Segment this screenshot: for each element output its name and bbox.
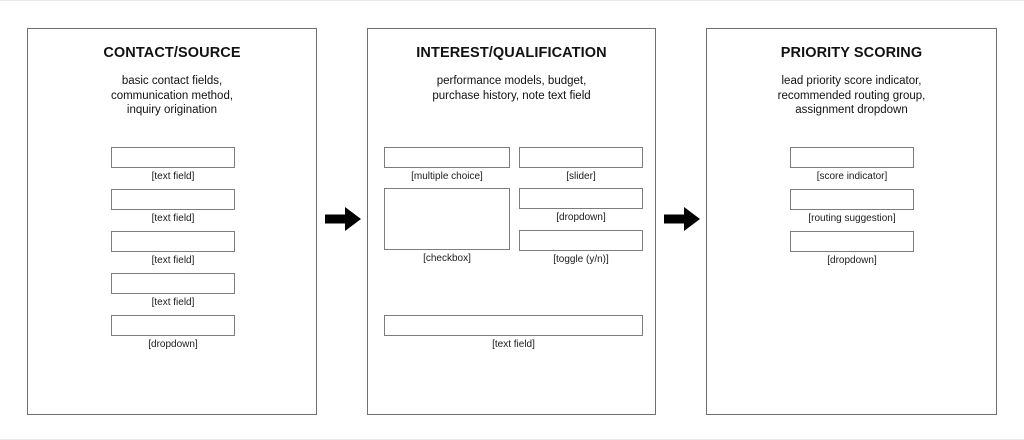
dropdown-input-priority[interactable] [790, 231, 914, 252]
text-field-input-3[interactable] [111, 231, 235, 252]
field-note-text: [text field] [384, 315, 643, 351]
field-label-contact-dropdown: [dropdown] [148, 339, 198, 350]
field-label-dropdown-interest: [dropdown] [556, 212, 606, 223]
panel-subtitle-contact-source: basic contact fields, communication meth… [110, 75, 234, 116]
field-label-toggle: [toggle (y/n)] [553, 254, 609, 265]
toggle-input[interactable] [519, 230, 643, 251]
field-dropdown-interest: [dropdown] [519, 188, 643, 224]
field-dropdown-priority: [dropdown] [790, 231, 914, 267]
text-field-input-4[interactable] [111, 273, 235, 294]
field-contact-text-2: [text field] [111, 189, 235, 225]
multiple-choice-input[interactable] [384, 147, 510, 168]
field-label-multiple-choice: [multiple choice] [411, 171, 483, 182]
text-field-input-1[interactable] [111, 147, 235, 168]
score-indicator-input[interactable] [790, 147, 914, 168]
field-label-contact-text-2: [text field] [151, 213, 195, 224]
panel-title-contact-source: CONTACT/SOURCE [103, 45, 241, 61]
field-label-dropdown-priority: [dropdown] [827, 255, 877, 266]
field-label-contact-text-1: [text field] [151, 171, 195, 182]
field-label-contact-text-4: [text field] [151, 297, 195, 308]
panel-contact-source: CONTACT/SOURCE basic contact fields, com… [27, 28, 317, 415]
field-label-score-indicator: [score indicator] [816, 171, 888, 182]
field-slider: [slider] [519, 147, 643, 183]
field-toggle: [toggle (y/n)] [519, 230, 643, 266]
field-label-contact-text-3: [text field] [151, 255, 195, 266]
panel-interest-qualification: INTEREST/QUALIFICATION performance model… [367, 28, 656, 415]
field-contact-text-3: [text field] [111, 231, 235, 267]
checkbox-input[interactable] [384, 188, 510, 250]
field-contact-text-4: [text field] [111, 273, 235, 309]
field-score-indicator: [score indicator] [790, 147, 914, 183]
field-routing-suggestion: [routing suggestion] [790, 189, 914, 225]
field-label-routing-suggestion: [routing suggestion] [808, 213, 896, 224]
text-field-input-2[interactable] [111, 189, 235, 210]
panel-subtitle-priority-scoring: lead priority score indicator, recommend… [777, 75, 926, 116]
arrow-right-icon-interest-to-priority [664, 205, 700, 233]
routing-suggestion-input[interactable] [790, 189, 914, 210]
note-text-field-input[interactable] [384, 315, 643, 336]
panel-title-priority-scoring: PRIORITY SCORING [780, 45, 923, 61]
arrow-right-icon-contact-to-interest [325, 205, 361, 233]
panel-title-interest-qualification: INTEREST/QUALIFICATION [416, 45, 607, 61]
dropdown-input-contact[interactable] [111, 315, 235, 336]
field-multiple-choice: [multiple choice] [384, 147, 510, 183]
slider-input[interactable] [519, 147, 643, 168]
panel-subtitle-interest-qualification: performance models, budget, purchase his… [432, 75, 591, 102]
field-label-note-text: [text field] [492, 339, 535, 350]
field-label-checkbox: [checkbox] [423, 253, 471, 264]
field-label-slider: [slider] [566, 171, 596, 182]
field-contact-dropdown: [dropdown] [111, 315, 235, 351]
field-checkbox: [checkbox] [384, 188, 510, 265]
dropdown-input-interest[interactable] [519, 188, 643, 209]
field-contact-text-1: [text field] [111, 147, 235, 183]
panel-priority-scoring: PRIORITY SCORING lead priority score ind… [706, 28, 997, 415]
